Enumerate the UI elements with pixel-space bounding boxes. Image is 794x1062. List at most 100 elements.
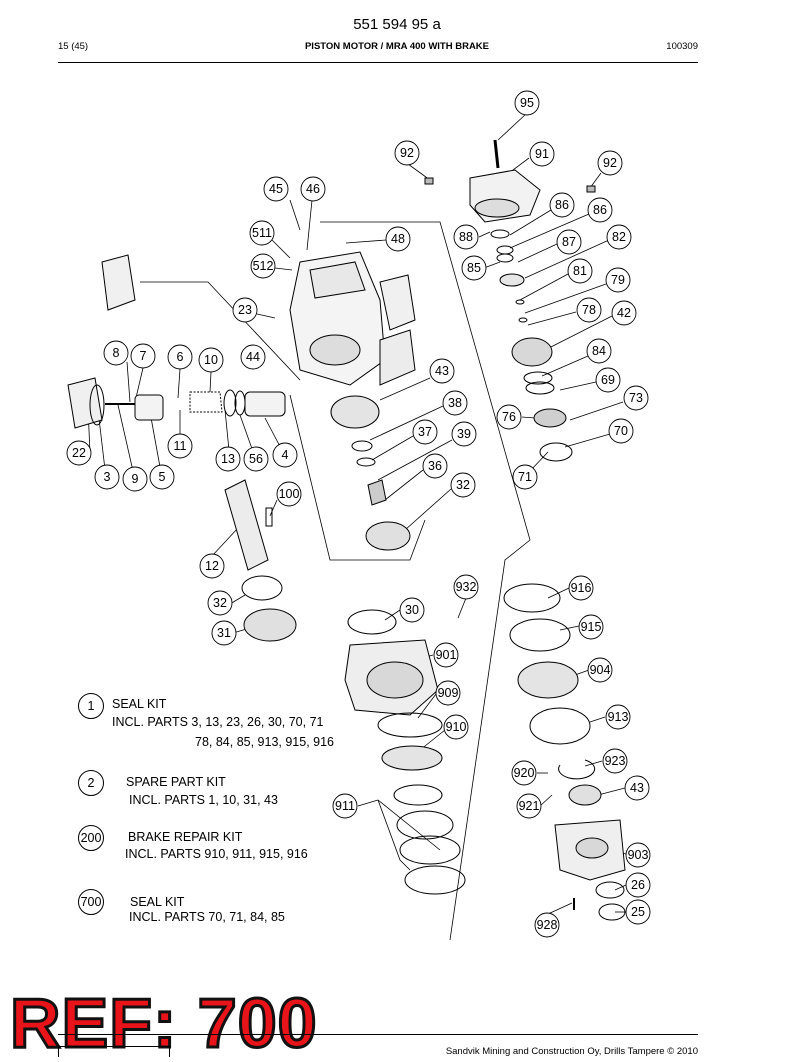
callout-9: 9 [122,466,148,492]
svg-text:48: 48 [391,232,405,246]
svg-text:56: 56 [249,452,263,466]
svg-text:30: 30 [405,603,419,617]
svg-text:910: 910 [446,720,467,734]
svg-text:920: 920 [514,766,535,780]
svg-text:81: 81 [573,264,587,278]
kit-entry-200: 200 BRAKE REPAIR KIT INCL. PARTS 910, 91… [78,825,338,870]
svg-text:69: 69 [601,373,615,387]
callout-30: 30 [399,597,425,623]
svg-text:82: 82 [612,230,626,244]
kit-name: SEAL KIT [112,697,167,711]
svg-text:928: 928 [537,918,558,932]
svg-text:87: 87 [562,235,576,249]
svg-text:904: 904 [590,663,611,677]
callout-26: 26 [625,872,651,898]
callout-42: 42 [611,300,637,326]
part-callouts: 95 92 91 92 45 46 86 86 511 48 88 87 82 … [66,90,651,938]
document-number: 551 594 95 a [353,16,441,33]
kit-parts-line: INCL. PARTS 70, 71, 84, 85 [129,910,285,924]
svg-text:86: 86 [593,203,607,217]
svg-text:78: 78 [582,303,596,317]
footer-divider [58,1034,698,1035]
callout-78: 78 [576,297,602,323]
svg-text:923: 923 [605,754,626,768]
company-logo [58,1046,170,1057]
callout-43: 43 [429,358,455,384]
callout-69: 69 [595,367,621,393]
callout-37: 37 [412,419,438,445]
svg-text:95: 95 [520,96,534,110]
callout-36: 36 [422,453,448,479]
callout-4: 4 [272,442,298,468]
callout-38: 38 [442,390,468,416]
callout-920: 920 [511,760,537,786]
callout-911: 911 [332,793,358,819]
callout-928: 928 [534,912,560,938]
kit-ref-bubble: 1 [78,693,104,719]
callout-25: 25 [625,899,651,925]
callout-79: 79 [605,267,631,293]
kit-entry-700: 700 SEAL KIT INCL. PARTS 70, 71, 84, 85 [78,889,338,934]
svg-text:10: 10 [204,353,218,367]
svg-text:70: 70 [614,424,628,438]
callout-92: 92 [597,150,623,176]
callout-92: 92 [394,140,420,166]
svg-text:921: 921 [519,799,540,813]
svg-text:76: 76 [502,410,516,424]
callout-31: 31 [211,620,237,646]
svg-text:915: 915 [581,620,602,634]
callout-84: 84 [586,338,612,364]
callout-6: 6 [167,344,193,370]
svg-text:31: 31 [217,626,231,640]
svg-text:511: 511 [252,226,272,240]
callout-22: 22 [66,440,92,466]
svg-text:39: 39 [457,427,471,441]
ref-stamp: REF: 700 [9,984,319,1062]
kit-parts-line: INCL. PARTS 1, 10, 31, 43 [129,793,278,807]
callout-921: 921 [516,793,542,819]
callout-12: 12 [199,553,225,579]
svg-text:6: 6 [177,350,184,364]
callout-70: 70 [608,418,634,444]
callout-903: 903 [625,842,651,868]
callout-73: 73 [623,385,649,411]
header-divider [58,62,698,63]
callout-511: 511 [249,220,275,246]
svg-text:91: 91 [535,147,549,161]
page-title: PISTON MOTOR / MRA 400 WITH BRAKE [304,41,490,52]
svg-text:26: 26 [631,878,645,892]
callout-32: 32 [450,472,476,498]
callout-87: 87 [556,229,582,255]
callout-3: 3 [94,464,120,490]
callout-95: 95 [514,90,540,116]
svg-text:911: 911 [335,799,355,813]
svg-text:901: 901 [436,648,457,662]
svg-text:13: 13 [221,452,235,466]
callout-86: 86 [549,192,575,218]
callout-915: 915 [578,614,604,640]
callout-45: 45 [263,176,289,202]
svg-text:79: 79 [611,273,625,287]
svg-text:71: 71 [518,470,532,484]
svg-text:73: 73 [629,391,643,405]
callout-85: 85 [461,255,487,281]
svg-text:12: 12 [205,559,219,573]
svg-text:37: 37 [418,425,432,439]
callout-7: 7 [130,343,156,369]
callout-916: 916 [568,575,594,601]
svg-text:25: 25 [631,905,645,919]
callout-81: 81 [567,258,593,284]
kit-parts-line: INCL. PARTS 3, 13, 23, 26, 30, 70, 71 [112,715,324,729]
svg-text:909: 909 [438,686,459,700]
callout-512: 512 [250,253,276,279]
svg-text:22: 22 [72,446,86,460]
svg-text:512: 512 [253,259,274,273]
svg-text:86: 86 [555,198,569,212]
callout-82: 82 [606,224,632,250]
kit-parts-line: INCL. PARTS 910, 911, 915, 916 [125,847,308,861]
svg-text:913: 913 [608,710,629,724]
svg-text:903: 903 [628,848,649,862]
kit-ref-bubble: 200 [78,825,104,851]
kit-name: SEAL KIT [130,895,185,909]
kit-entry-2: 2 SPARE PART KIT INCL. PARTS 1, 10, 31, … [78,770,338,815]
